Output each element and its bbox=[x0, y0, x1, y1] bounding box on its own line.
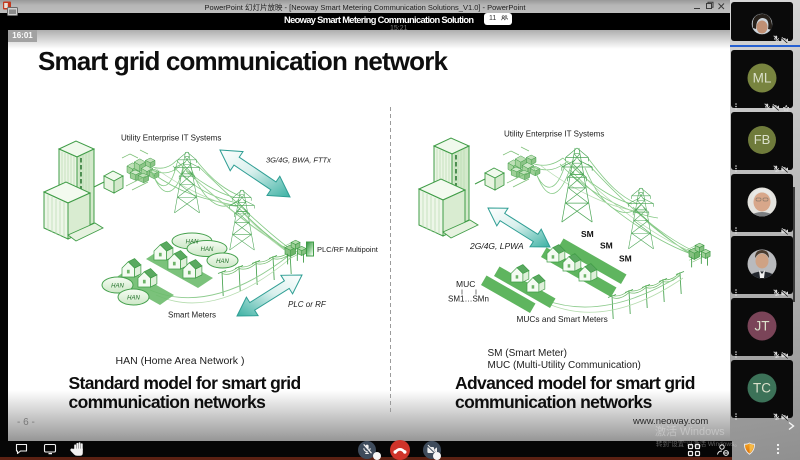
svg-text:HAN: HAN bbox=[111, 284, 124, 290]
svg-text:HAN: HAN bbox=[216, 259, 229, 265]
svg-text:MUCs and Smart Meters: MUCs and Smart Meters bbox=[517, 314, 608, 324]
svg-text:HAN: HAN bbox=[201, 247, 214, 253]
svg-text:Utility Enterprise IT Systems: Utility Enterprise IT Systems bbox=[504, 130, 604, 139]
svg-text:MUC: MUC bbox=[456, 279, 475, 289]
svg-text:2G/4G, LPWA: 2G/4G, LPWA bbox=[469, 241, 524, 251]
svg-text:PLC or RF: PLC or RF bbox=[288, 300, 327, 309]
svg-text:PLC/RF Multipoint: PLC/RF Multipoint bbox=[317, 245, 379, 254]
svg-text:Utility Enterprise IT Systems: Utility Enterprise IT Systems bbox=[121, 134, 221, 143]
svg-text:HAN: HAN bbox=[127, 296, 140, 302]
svg-text:SM: SM bbox=[619, 254, 632, 264]
svg-text:HAN: HAN bbox=[186, 240, 199, 246]
svg-text:SM1…SMn: SM1…SMn bbox=[448, 295, 489, 304]
svg-text:3G/4G, BWA, FTTx: 3G/4G, BWA, FTTx bbox=[266, 156, 331, 165]
svg-text:SM: SM bbox=[581, 229, 594, 239]
svg-text:SM: SM bbox=[600, 241, 613, 251]
svg-text:Smart Meters: Smart Meters bbox=[168, 311, 216, 320]
